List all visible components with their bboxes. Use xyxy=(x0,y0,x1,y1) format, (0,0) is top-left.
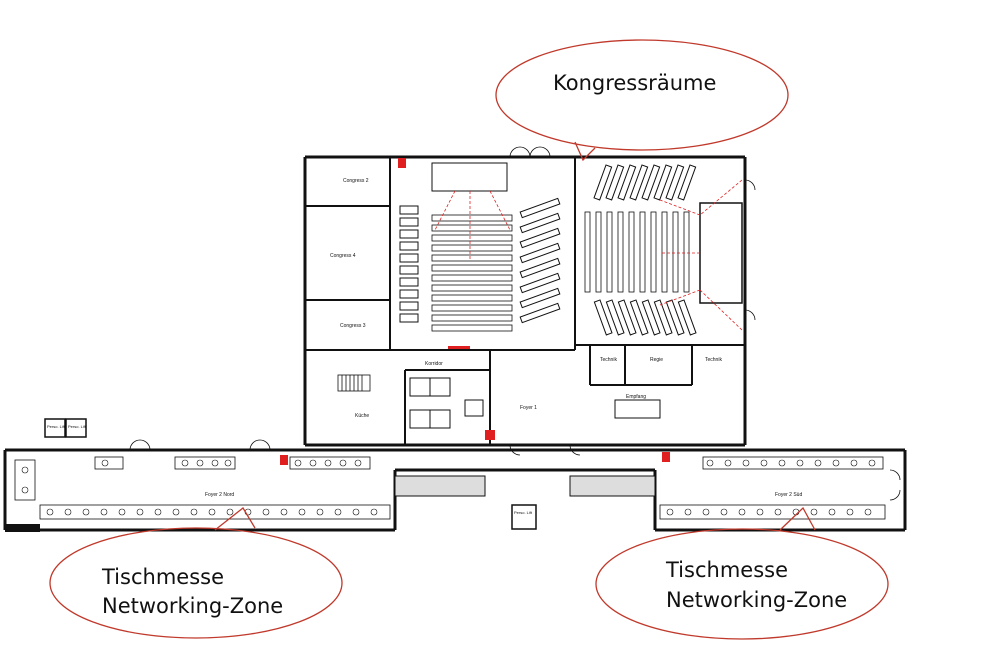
seating-main-hall-center xyxy=(584,211,690,293)
seating-congress1-right xyxy=(519,197,561,324)
callout-tail-top xyxy=(574,141,596,162)
callout-ellipse-top xyxy=(495,39,789,151)
room-label-technik-right: Technik xyxy=(705,357,722,363)
room-label-congress3: Congress 3 xyxy=(340,323,366,329)
internal-walls xyxy=(305,157,745,445)
room-label-foyer2-nord: Foyer 2 Nord xyxy=(205,492,235,498)
sightlines-congress1 xyxy=(434,190,511,260)
room-label-empfang: Empfang xyxy=(626,394,647,400)
central-corridor xyxy=(394,475,656,497)
callout-shapes xyxy=(49,39,889,640)
callout-top-text: Kongressräume xyxy=(553,71,717,95)
room-label-foyer2-sued: Foyer 2 Süd xyxy=(775,492,803,498)
callout-right-line1: Tischmesse xyxy=(666,558,788,582)
seating-main-hall-bottom xyxy=(593,299,697,336)
room-label-lift-left-b: Perso. Lift xyxy=(68,424,87,429)
callout-ellipse-left xyxy=(49,527,343,639)
stage-main-hall xyxy=(699,202,743,304)
callout-left-line1: Tischmesse xyxy=(102,565,224,589)
room-label-regie: Regie xyxy=(650,357,664,363)
room-label-congress4: Congress 4 xyxy=(330,253,356,259)
seating-congress1-center xyxy=(431,214,513,332)
room-label-lift-center: Perso. Lift xyxy=(514,510,533,515)
lift-center-box xyxy=(511,504,537,530)
seating-main-hall-top xyxy=(593,164,697,201)
callout-tail-right xyxy=(779,506,816,531)
kitchen-stairs xyxy=(337,374,371,392)
foyer-walls xyxy=(3,448,907,532)
doors xyxy=(129,146,901,501)
lift-left-b-box xyxy=(65,418,87,438)
room-label-foyer1: Foyer 1 xyxy=(520,405,537,411)
lift-left-a-box xyxy=(44,418,66,438)
seating-congress1-left xyxy=(399,205,419,323)
callout-right-line2: Networking-Zone xyxy=(666,588,848,612)
sightlines-main-hall xyxy=(659,179,743,331)
room-label-congress2: Congress 2 xyxy=(343,178,369,184)
red-markers xyxy=(280,158,670,465)
room-label-technik-left: Technik xyxy=(600,357,617,363)
callout-left-line2: Networking-Zone xyxy=(102,594,284,618)
room-label-kueche: Küche xyxy=(355,413,370,419)
reception-desk xyxy=(614,399,661,419)
toilets xyxy=(409,377,484,429)
room-label-korridor: Korridor xyxy=(425,361,443,367)
callout-tail-left xyxy=(214,507,256,531)
callout-ellipse-right xyxy=(595,528,889,640)
table-chairs xyxy=(21,459,876,516)
corner-block xyxy=(5,524,40,532)
stage-congress1 xyxy=(431,162,508,192)
room-label-lift-left-a: Perso. Lift xyxy=(47,424,66,429)
